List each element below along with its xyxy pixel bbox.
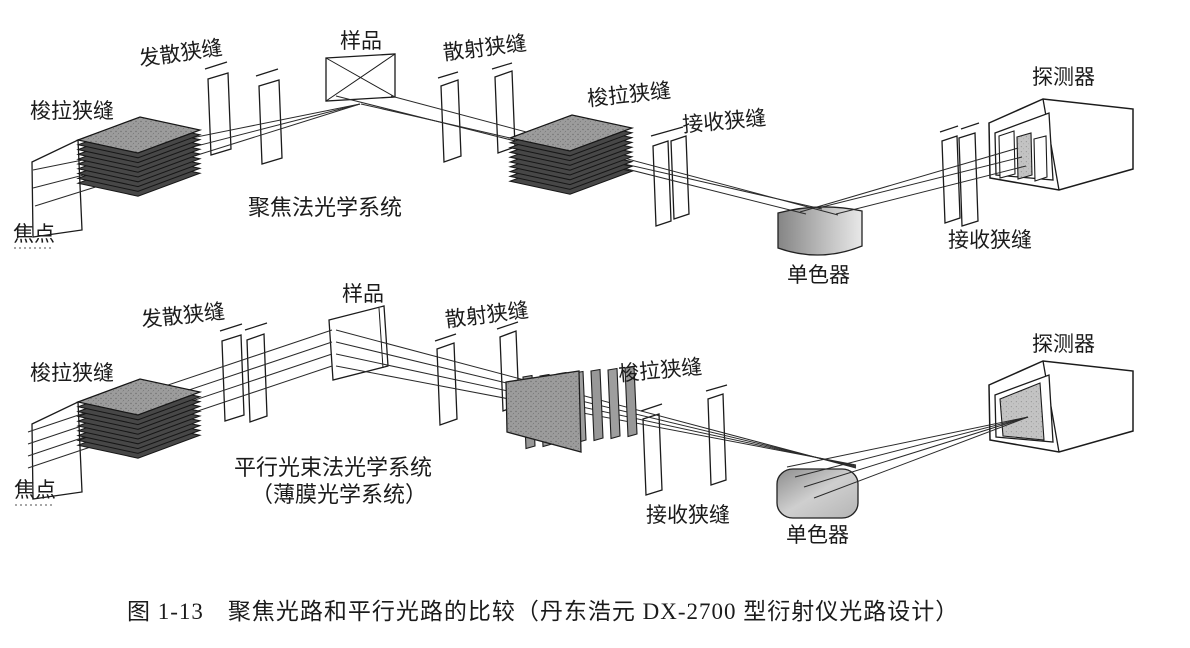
top-focal-plate [31,138,83,238]
bottom-label-system-line2: （薄膜光学系统） [251,482,427,507]
top-label-soller-right: 梭拉狭缝 [586,78,672,111]
bottom-label-focal-point: 焦点 [14,478,56,502]
top-soller-stack-left [78,117,200,196]
top-detector-window-3 [1033,135,1048,182]
top-slit-plates [31,53,979,238]
bottom-label-receiving-slit: 接收狭缝 [646,503,730,527]
top-diagram: 梭拉狭缝 焦点 发散狭缝 样品 聚焦法光学系统 散射狭缝 梭拉狭缝 接收狭缝 单… [13,29,1134,287]
figure-caption: 图 1-13 聚焦光路和平行光路的比较（丹东浩元 DX-2700 型衍射仪光路设… [127,599,959,624]
bottom-receiving-slit-plate-2 [707,393,727,486]
bottom-label-soller-left: 梭拉狭缝 [30,361,114,385]
top-sample-cross [325,53,396,102]
top-receiving-slit1-plate-2 [670,135,690,220]
bottom-label-detector: 探测器 [1032,332,1095,356]
top-receiving-slit1-plate-1 [652,140,672,227]
bottom-diagram: 梭拉狭缝 焦点 发散狭缝 样品 平行光束法光学系统 （薄膜光学系统） 散射狭缝 … [14,282,1134,547]
top-receiving-slit2-plate-2 [958,132,979,227]
bottom-label-sample: 样品 [342,282,384,306]
top-label-divergence-slit: 发散狭缝 [137,35,224,70]
bottom-slit-ticks [219,321,728,412]
bottom-beam-lines-out [786,416,1029,499]
top-divergence-slit-plate-1 [207,72,232,156]
top-label-receiving-slit-2: 接收狭缝 [948,228,1032,252]
top-receiving-slit2-plate-1 [941,135,961,224]
bottom-soller-fan [505,365,638,453]
top-label-soller-left: 梭拉狭缝 [30,99,114,123]
top-label-focal-point: 焦点 [13,222,55,246]
bottom-sample-plate [328,305,389,381]
bottom-detector-box [988,360,1134,453]
bottom-slit-plates [31,305,727,500]
bottom-scatter-slit-plate-1 [436,342,458,426]
top-soller-stack-right [510,115,632,194]
top-label-monochromator: 单色器 [787,263,850,287]
top-detector-window-1 [998,130,1016,179]
bottom-label-system-line1: 平行光束法光学系统 [234,455,432,480]
top-detector-window-2 [1016,132,1033,180]
bottom-divergence-slit-plate-1 [221,334,245,422]
top-scatter-slit-plate-1 [440,79,462,163]
bottom-label-soller-right: 梭拉狭缝 [617,355,703,386]
top-label-scatter-slit: 散射狭缝 [442,31,528,65]
top-slit-ticks [204,61,980,137]
bottom-label-scatter-slit: 散射狭缝 [444,298,530,332]
bottom-label-divergence-slit: 发散狭缝 [140,299,226,332]
top-label-sample: 样品 [340,29,382,53]
bottom-receiving-slit-plate-1 [642,413,663,496]
top-label-detector: 探测器 [1032,65,1095,89]
top-monochromator-shape [777,206,863,256]
top-label-system: 聚焦法光学系统 [248,195,402,220]
bottom-divergence-slit-plate-2 [246,333,268,423]
bottom-monochromator-shape [776,468,859,519]
bottom-soller-stack-left [78,379,200,458]
top-detector-box [988,98,1134,191]
bottom-label-monochromator: 单色器 [786,523,849,547]
top-label-receiving-slit-1: 接收狭缝 [681,106,767,137]
bottom-sample-thickness-edge [378,307,384,369]
